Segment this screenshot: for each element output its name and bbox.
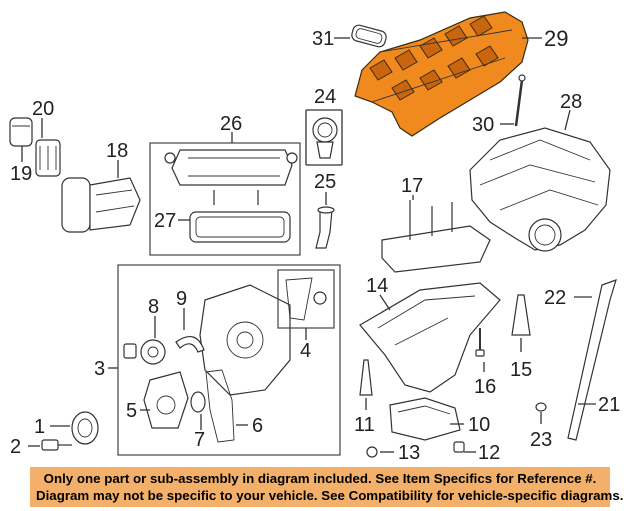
- callout-6: 6: [252, 415, 263, 437]
- dipstick-o-ring: [535, 402, 547, 412]
- valve-cover: [164, 149, 298, 205]
- callout-18: 18: [106, 140, 128, 162]
- callout-9: 9: [176, 288, 187, 310]
- callout-22: 22: [544, 287, 566, 309]
- manifold-stud: [514, 74, 526, 127]
- callout-23: 23: [530, 429, 552, 451]
- callout-29: 29: [544, 26, 568, 51]
- dipstick-tube: [567, 279, 617, 441]
- callout-28: 28: [560, 91, 582, 113]
- bolt-16: [475, 328, 485, 357]
- disclaimer-banner: Only one part or sub-assembly in diagram…: [30, 467, 624, 507]
- drain-plug: [366, 446, 378, 458]
- seal-ring: [190, 391, 206, 413]
- valve-cover-gasket: [189, 211, 291, 243]
- callout-16: 16: [474, 376, 496, 398]
- oil-pan-upper: [359, 282, 501, 393]
- oil-fill-tube: [315, 206, 335, 249]
- callout-11: 11: [354, 414, 375, 436]
- callout-30: 30: [472, 114, 494, 136]
- oil-pump-gear: [123, 339, 166, 365]
- oil-filter: [35, 139, 61, 177]
- oil-pump: [143, 371, 189, 429]
- oil-fill-cap: [312, 117, 338, 159]
- callout-7: 7: [194, 429, 205, 451]
- pulley-bolt: [41, 439, 72, 451]
- sealant-tube-11: [359, 359, 373, 396]
- callout-2: 2: [10, 436, 21, 458]
- callout-8: 8: [148, 296, 159, 318]
- crankshaft-pulley: [71, 411, 99, 445]
- disclaimer-line-1: Only one part or sub-assembly in diagram…: [43, 471, 597, 486]
- callout-15: 15: [510, 359, 532, 381]
- timing-cover-gasket: [205, 369, 235, 443]
- front-cover-seal: [285, 277, 327, 321]
- callout-5: 5: [126, 400, 137, 422]
- callout-27: 27: [154, 210, 176, 232]
- oil-pan-bolt: [453, 441, 465, 453]
- oil-filter-cap: [9, 117, 33, 147]
- callout-4: 4: [300, 340, 311, 362]
- manifold-gasket: [351, 24, 387, 48]
- callout-26: 26: [220, 113, 242, 135]
- parts-diagram: 31 29 30 28 24 25 26: [9, 11, 620, 460]
- callout-31: 31: [312, 28, 334, 50]
- windage-tray: [381, 200, 491, 273]
- oil-filter-housing: [61, 177, 141, 233]
- callout-1: 1: [34, 416, 45, 438]
- valve-cover-group-box: [149, 142, 301, 256]
- oil-pan-lower: [389, 397, 461, 441]
- timing-cover: [199, 284, 291, 396]
- callout-13: 13: [398, 442, 420, 460]
- timing-cover-group-box: [117, 264, 341, 456]
- callout-12: 12: [478, 442, 500, 460]
- callout-20: 20: [32, 98, 54, 120]
- callout-19: 19: [10, 163, 32, 185]
- upper-intake-manifold-highlighted: [354, 11, 529, 137]
- callout-14: 14: [366, 275, 388, 297]
- disclaimer-line-2: Diagram may not be specific to your vehi…: [36, 488, 624, 503]
- callout-17: 17: [401, 175, 423, 197]
- callout-10: 10: [468, 414, 490, 436]
- sealant-tube-15: [511, 294, 531, 336]
- lower-intake-manifold: [469, 127, 611, 252]
- callout-3: 3: [94, 358, 105, 380]
- chain-guide: [175, 335, 205, 353]
- callout-21: 21: [598, 394, 620, 416]
- callout-25: 25: [314, 171, 336, 193]
- callout-24: 24: [314, 86, 336, 108]
